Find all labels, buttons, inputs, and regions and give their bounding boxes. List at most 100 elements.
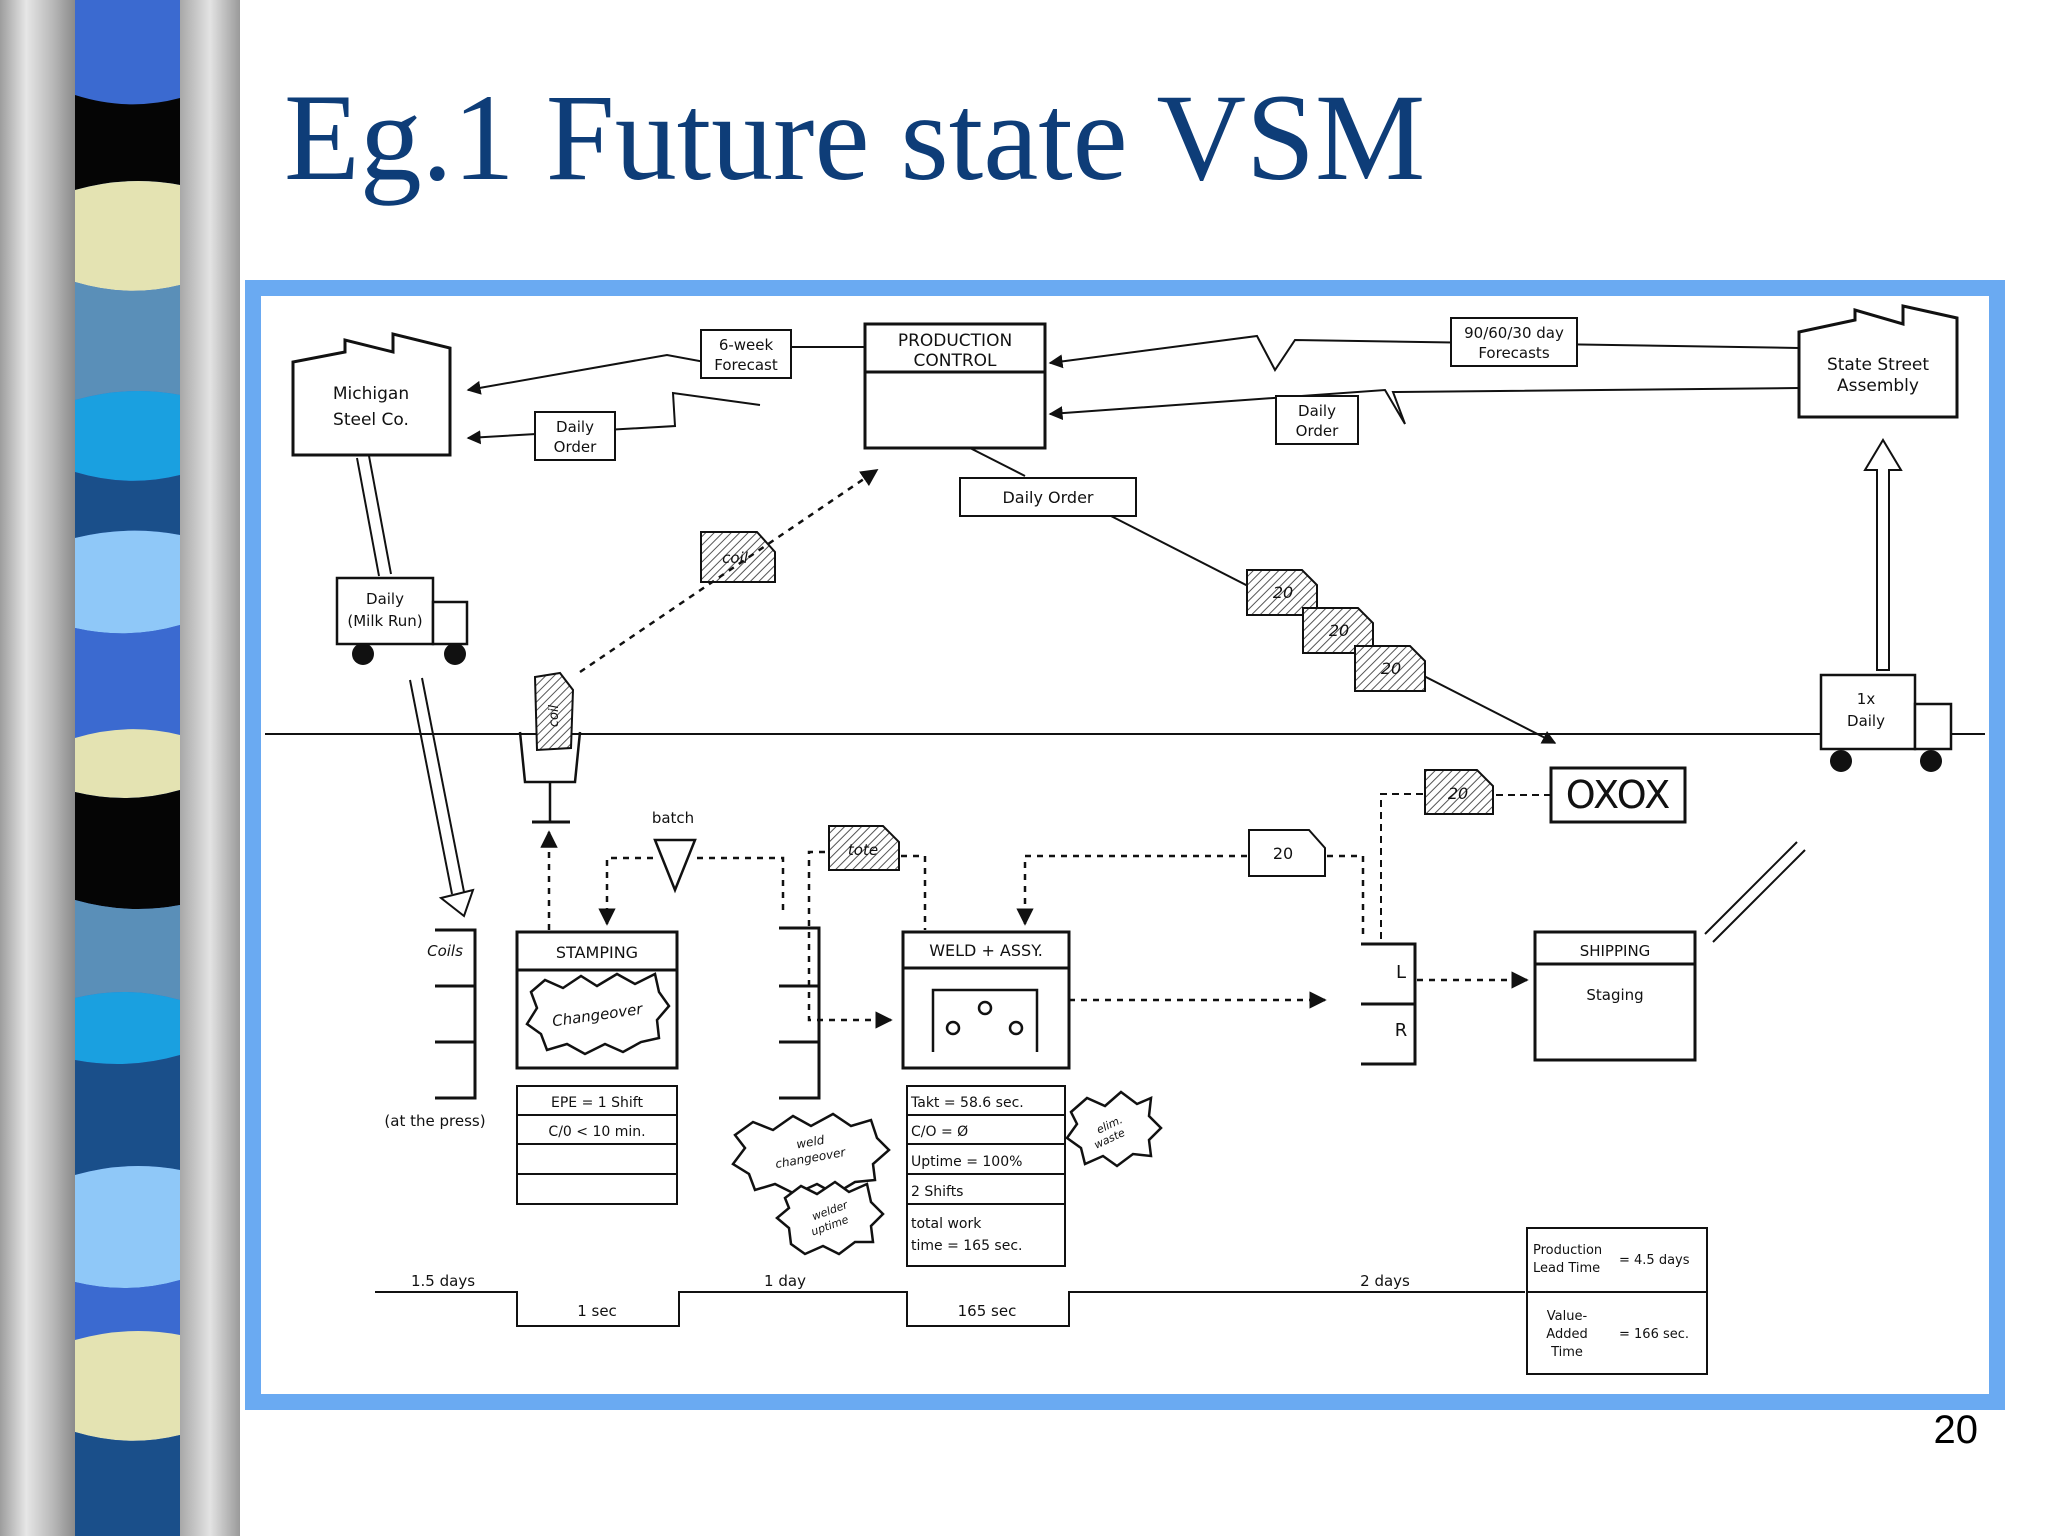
svg-text:Forecasts: Forecasts [1478,344,1549,362]
svg-text:Daily: Daily [1847,712,1885,730]
kanban-card-icon: 20 [1302,607,1374,654]
timeline-time-2: 165 sec [958,1302,1017,1320]
coil-signal-kanban: coil [700,531,776,583]
svg-text:1x: 1x [1857,690,1876,708]
svg-text:Daily: Daily [1298,402,1336,420]
svg-text:20: 20 [1273,844,1293,863]
order-label-box-supplier: Daily Order [534,411,616,461]
shipment-arrow-outbound [1704,841,1806,943]
stamping-title: STAMPING [556,943,638,962]
coils-supermarket-icon [435,928,477,1100]
timeline-day-1: 1.5 days [411,1272,475,1290]
vat-label-2: Added [1546,1327,1587,1342]
svg-text:total work: total work [911,1216,982,1232]
vsm-diagram: Michigan Steel Co. State Street Assembly… [245,280,2005,1410]
svg-text:6-week: 6-week [719,336,774,354]
svg-text:90/60/30 day: 90/60/30 day [1464,324,1564,342]
daily-order-label-box: Daily Order [959,477,1137,517]
svg-text:2 Shifts: 2 Shifts [911,1184,963,1200]
svg-text:20: 20 [1448,784,1468,803]
kanban-card-icon: 20 [1354,645,1426,692]
svg-text:C/0 < 10 min.: C/0 < 10 min. [548,1124,645,1140]
production-control-line1: PRODUCTION [898,331,1012,351]
withdrawal-kanban-hatched: 20 [1424,769,1494,815]
svg-text:tote: tote [848,841,878,859]
svg-text:OXOX: OXOX [1566,773,1671,817]
svg-text:Uptime = 100%: Uptime = 100% [911,1154,1022,1170]
svg-text:(Milk Run): (Milk Run) [347,612,422,630]
leveling-box: OXOX [1549,766,1687,824]
shipping-sub: Staging [1586,986,1643,1004]
batch-triangle-icon [653,838,697,894]
production-kanban-cards: 20 20 20 [1246,569,1426,692]
customer-factory-icon: State Street Assembly [1797,304,1959,419]
diagram-frame [245,280,2005,1410]
timeline-time-1: 1 sec [577,1302,617,1320]
weld-title: WELD + ASSY. [929,941,1043,960]
changeover-kaizen-burst: Changeover [525,972,671,1056]
weld-changeover-kaizen-burst: weld changeover [731,1112,891,1196]
vat-label-3: Time [1550,1345,1583,1360]
customer-name-line2: Assembly [1837,376,1919,396]
svg-text:Forecast: Forecast [714,356,778,374]
summary-box [1526,1227,1708,1375]
svg-text:20: 20 [1273,583,1293,602]
at-press-label: (at the press) [384,1112,485,1130]
timeline-day-3: 2 days [1360,1272,1410,1290]
page-number: 20 [1933,1408,1979,1452]
svg-text:weld: weld [795,1133,826,1152]
svg-text:Order: Order [1296,422,1339,440]
svg-text:coil: coil [547,704,562,727]
vat-label-1: Value- [1547,1309,1588,1324]
plt-label-1: Production [1533,1243,1602,1258]
parts-supermarket-icon [779,926,821,1100]
shipping-process-box: SHIPPING Staging [1533,930,1697,1062]
svg-text:20: 20 [1329,621,1349,640]
welder-uptime-kaizen-burst: welder uptime [775,1180,885,1256]
work-cell-icon [931,988,1039,1052]
order-label-box-customer: Daily Order [1275,395,1359,445]
svg-text:Takt = 58.6 sec.: Takt = 58.6 sec. [910,1095,1024,1111]
svg-text:Daily: Daily [556,418,594,436]
weld-assembly-process-box: WELD + ASSY. [901,930,1071,1070]
svg-text:EPE = 1 Shift: EPE = 1 Shift [551,1095,643,1111]
elim-waste-kaizen-burst: elim. waste [1065,1090,1163,1168]
svg-text:Daily: Daily [366,590,404,608]
plt-value: = 4.5 days [1619,1253,1690,1268]
tote-kanban-card: tote [828,825,900,871]
customer-name-line1: State Street [1827,355,1929,375]
supermarket-r-label: R [1395,1020,1408,1041]
production-control-line2: CONTROL [913,351,997,371]
supermarket-l-label: L [1396,962,1406,983]
finished-goods-supermarket-icon [1361,942,1417,1066]
svg-text:Daily Order: Daily Order [1002,488,1093,507]
vat-value: = 166 sec. [1619,1327,1689,1342]
supplier-factory-icon: Michigan Steel Co. [291,332,452,457]
weld-data-box [906,1085,1066,1267]
shipping-title: SHIPPING [1580,942,1651,960]
slide-title: Eg.1 Future state VSM [284,69,1426,206]
lead-time-ladder [375,1291,1525,1327]
svg-text:coil: coil [722,549,749,567]
forecast-label-box-supplier: 6-week Forecast [700,329,792,379]
shipment-arrow-inbound [356,455,475,918]
coils-label: Coils [427,942,463,960]
kanban-card-icon: 20 [1246,569,1318,616]
customer-truck-icon: 1x Daily [1819,673,1953,772]
plt-label-2: Lead Time [1533,1261,1600,1276]
batch-label: batch [652,809,694,827]
production-control-box: PRODUCTION CONTROL [863,322,1047,450]
side-stripe-decoration [0,0,240,1536]
svg-text:Order: Order [554,438,597,456]
kanban-post-icon: coil [518,671,582,824]
withdrawal-kanban-card: 20 [1248,829,1326,877]
svg-text:20: 20 [1381,659,1401,678]
stamping-data-box [516,1085,678,1205]
milk-run-truck-icon: Daily (Milk Run) [335,576,469,665]
supplier-name-line2: Steel Co. [333,410,409,430]
timeline-day-2: 1 day [764,1272,806,1290]
forecast-label-box-customer: 90/60/30 day Forecasts [1450,317,1578,367]
svg-text:C/O = Ø: C/O = Ø [911,1124,968,1140]
svg-text:time = 165 sec.: time = 165 sec. [911,1238,1023,1254]
